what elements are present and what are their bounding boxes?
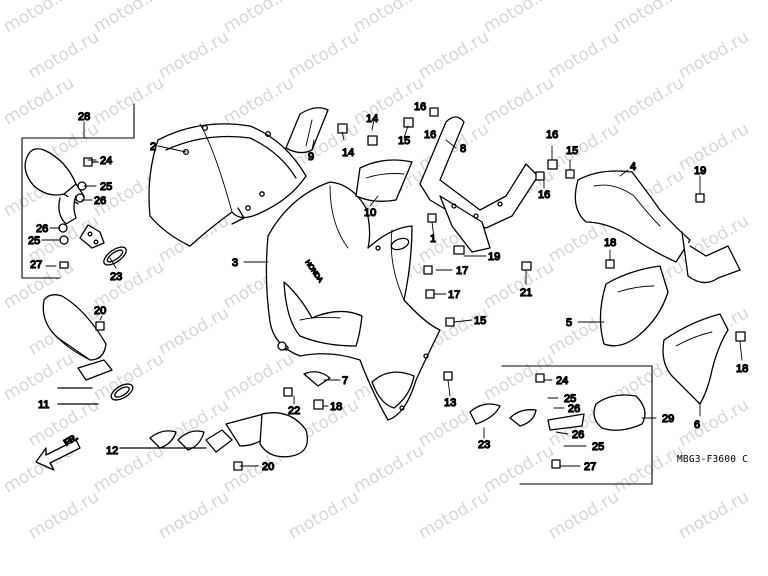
- callout-4: 4: [630, 161, 636, 173]
- lower-cowl: [662, 313, 729, 405]
- rear-left-turn-signal: [42, 294, 134, 405]
- callout-16a: 16: [414, 101, 426, 113]
- callout-21: 21: [520, 287, 532, 299]
- callout-13: 13: [444, 397, 456, 409]
- callout-19a: 19: [488, 251, 500, 263]
- callout-18a: 18: [604, 237, 616, 249]
- callout-20a: 20: [94, 305, 106, 317]
- leader-lines: [41, 119, 743, 467]
- callout-23a: 23: [110, 271, 122, 283]
- windscreen-clip: [285, 107, 329, 154]
- callout-26d: 26: [572, 429, 584, 441]
- callout-8: 8: [460, 143, 466, 155]
- callout-28: 28: [78, 111, 90, 123]
- turn-signal-stalk: [58, 195, 77, 225]
- middle-cowl: [599, 265, 669, 347]
- callout-26b: 26: [36, 223, 48, 235]
- gasket: [103, 246, 127, 266]
- inner-fairing: [574, 170, 741, 284]
- callout-1: 1: [430, 233, 436, 245]
- callout-26c: 26: [568, 403, 580, 415]
- front-left-turn-signal-group: [21, 103, 135, 279]
- right-mirror-group: [469, 365, 653, 485]
- callout-15c: 15: [566, 145, 578, 157]
- windscreen: [148, 123, 307, 247]
- callout-5: 5: [566, 317, 572, 329]
- callout-22: 22: [288, 405, 300, 417]
- callout-labels: 2 3 9 14 14 10 15 16 16 8 1 19 17 17 15 …: [27, 100, 749, 473]
- callout-20b: 20: [262, 461, 274, 473]
- callout-16b: 16: [424, 129, 436, 141]
- callout-27a: 27: [30, 259, 42, 271]
- callout-26a: 26: [94, 195, 106, 207]
- callout-10: 10: [364, 207, 376, 219]
- left-mirror: [119, 412, 309, 458]
- callout-16d: 16: [538, 189, 550, 201]
- turn-signal-lens: [24, 148, 77, 196]
- callout-29: 29: [662, 413, 674, 425]
- hardware: [95, 107, 746, 471]
- callout-27b: 27: [584, 461, 596, 473]
- callout-18c: 18: [330, 401, 342, 413]
- callout-15b: 15: [474, 315, 486, 327]
- callout-14a: 14: [366, 113, 378, 125]
- front-direction-arrow: FR.: [35, 431, 81, 471]
- cowl-stay: [419, 116, 539, 253]
- callout-3: 3: [232, 257, 238, 269]
- callout-25d: 25: [592, 441, 604, 453]
- callout-12: 12: [106, 445, 118, 457]
- callout-24a: 24: [100, 155, 112, 167]
- callout-9: 9: [308, 151, 314, 163]
- upper-cowl: HONDA: [265, 181, 441, 421]
- callout-15a: 15: [398, 135, 410, 147]
- callout-2: 2: [150, 141, 156, 153]
- callout-23b: 23: [478, 439, 490, 451]
- callout-17b: 17: [448, 289, 460, 301]
- callout-18b: 18: [736, 363, 748, 375]
- callout-25c: 25: [564, 393, 576, 405]
- callout-19b: 19: [694, 165, 706, 177]
- callout-25b: 25: [28, 235, 40, 247]
- side-vent: [371, 371, 415, 409]
- callout-17a: 17: [456, 265, 468, 277]
- callout-24b: 24: [556, 375, 568, 387]
- callout-25a: 25: [100, 181, 112, 193]
- inner-panel: [355, 159, 413, 202]
- callout-14b: 14: [342, 147, 354, 159]
- callout-11: 11: [38, 399, 49, 411]
- callout-7: 7: [342, 375, 348, 387]
- callout-16c: 16: [546, 129, 558, 141]
- diagram-code: MBG3-F3600 C: [677, 454, 749, 465]
- callout-6: 6: [694, 419, 700, 431]
